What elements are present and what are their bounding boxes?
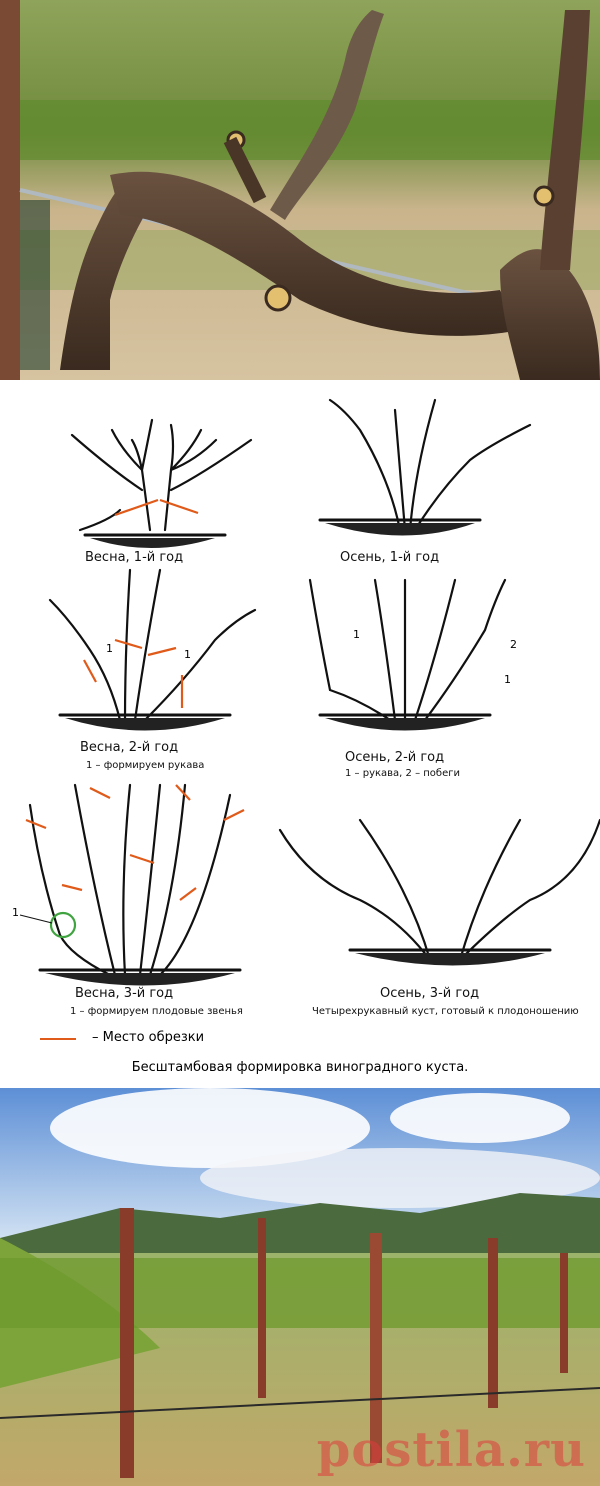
watermark: postila.ru: [316, 1422, 586, 1478]
panel-autumn-year3-drawing: [278, 818, 600, 966]
marker-one-autumn2-right: 1: [504, 673, 511, 686]
panel-caption: Осень, 3-й год: [380, 986, 480, 1001]
marker-one-spring3: 1: [12, 906, 19, 919]
panel-subcaption: 1 – рукава, 2 – побеги: [345, 768, 460, 779]
panel-caption: Осень, 1-й год: [340, 550, 440, 565]
marker-one-spring2-right: 1: [184, 648, 191, 661]
photo-vineyard: postila.ru: [0, 1088, 600, 1486]
panel-caption: Весна, 2-й год: [80, 740, 179, 755]
panel-autumn-year1-drawing: [318, 398, 532, 536]
panel-subcaption: 1 – формируем плодовые звенья: [70, 1006, 243, 1017]
panel-caption: Весна, 3-й год: [75, 986, 174, 1001]
diagram-title: Бесштамбовая формировка виноградного кус…: [131, 1060, 469, 1075]
panel-autumn-year2-drawing: [308, 578, 507, 731]
marker-two-autumn2: 2: [510, 638, 517, 651]
panel-caption: Весна, 1-й год: [85, 550, 184, 565]
panel-spring-year2-drawing: [48, 568, 257, 731]
panel-subcaption: 1 – формируем рукава: [86, 760, 205, 771]
vine-formation-diagram: 1 1 1 1 2 1 Весна, 1-й год Осень, 1-й го…: [0, 380, 600, 1088]
marker-one-spring2-left: 1: [106, 642, 113, 655]
legend-label: – Место обрезки: [92, 1030, 205, 1045]
panel-spring-year1-drawing: [70, 418, 253, 548]
panel-spring-year3-drawing: [28, 783, 242, 986]
panel-subcaption: Четырехрукавный куст, готовый к плодонош…: [312, 1006, 579, 1017]
photo-pruned-vine: [0, 0, 600, 380]
legend-cut-line: [40, 1038, 76, 1040]
marker-one-autumn2-left: 1: [353, 628, 360, 641]
panel-caption: Осень, 2-й год: [345, 750, 445, 765]
